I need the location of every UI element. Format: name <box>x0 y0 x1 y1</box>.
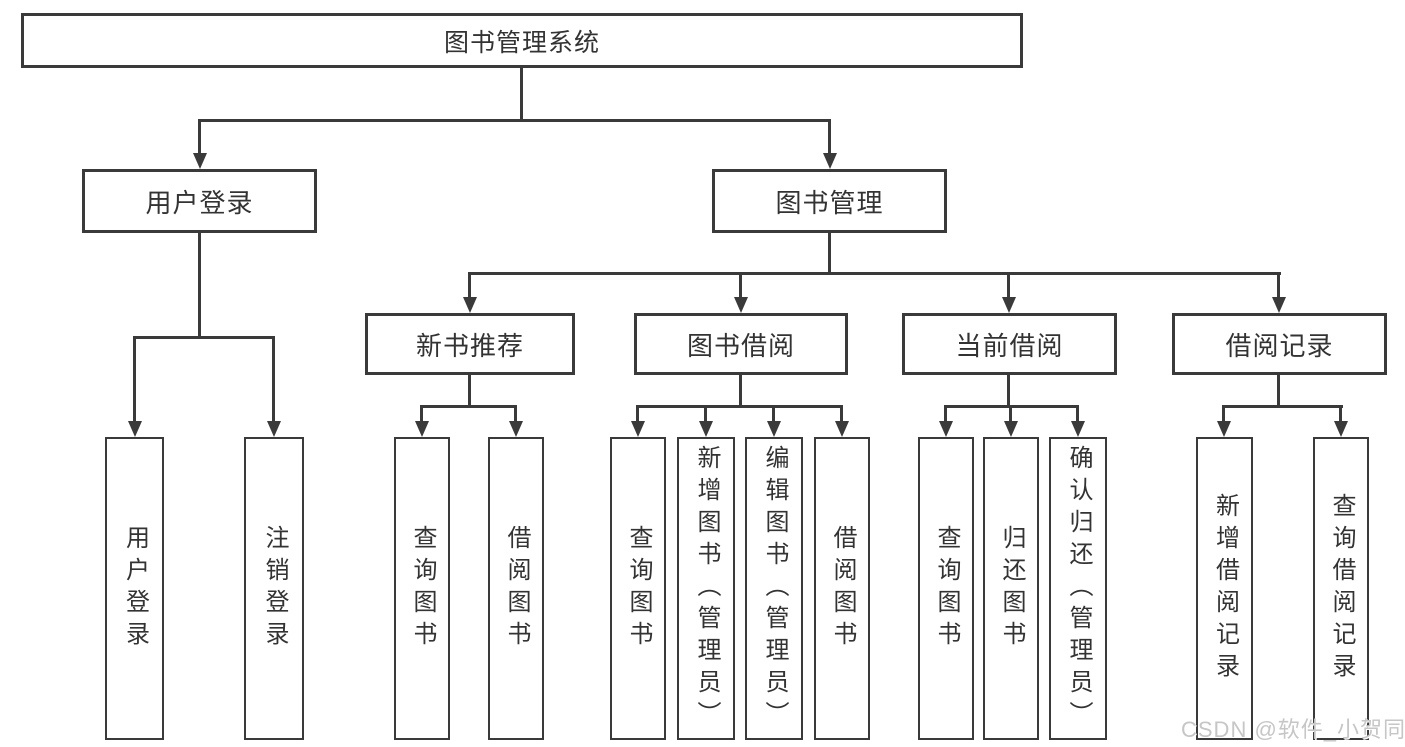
leaf-user-login: 用户登录 <box>105 437 164 740</box>
leaf-logout-label: 注销登录 <box>261 524 288 653</box>
leaf-add-book-admin: 新增图书（管理员） <box>677 437 735 740</box>
connector-user-login-drop <box>198 233 201 337</box>
node-book-management-label: 图书管理 <box>775 187 884 218</box>
leaf-query-books-3-label: 查询图书 <box>933 524 960 653</box>
connector-leaf-borrow1-stem <box>514 405 517 421</box>
leaf-query-books-2: 查询图书 <box>610 437 666 740</box>
leaf-query-borrow-record: 查询借阅记录 <box>1313 437 1369 740</box>
arrow-to-leaf-add-book <box>699 421 713 437</box>
leaf-borrow-books-1: 借阅图书 <box>488 437 544 740</box>
leaf-add-borrow-record: 新增借阅记录 <box>1196 437 1253 740</box>
connector-leaf-borrow2-stem <box>840 405 843 421</box>
leaf-edit-book-admin-label: 编辑图书（管理员） <box>761 444 788 733</box>
arrow-to-leaf-query2 <box>631 421 645 437</box>
leaf-confirm-return-admin-label: 确认归还（管理员） <box>1065 444 1092 733</box>
leaf-query-books-1: 查询图书 <box>394 437 450 740</box>
arrow-to-book-borrow <box>734 297 748 313</box>
leaf-user-login-label: 用户登录 <box>121 524 149 653</box>
connector-leaf-add-record-stem <box>1222 405 1225 421</box>
connector-level2-hline <box>198 119 831 122</box>
arrow-to-leaf-query1 <box>415 421 429 437</box>
connector-user-login-hline <box>133 336 275 339</box>
arrow-to-user-login <box>193 153 207 169</box>
node-user-login-label: 用户登录 <box>145 187 254 218</box>
leaf-query-books-2-label: 查询图书 <box>625 524 652 653</box>
leaf-query-borrow-record-label: 查询借阅记录 <box>1328 492 1355 685</box>
leaf-add-borrow-record-label: 新增借阅记录 <box>1211 492 1239 685</box>
connector-borrow-record-stem <box>1277 272 1280 297</box>
leaf-return-book-label: 归还图书 <box>998 524 1025 653</box>
node-user-login: 用户登录 <box>82 169 317 233</box>
node-new-book-recommend-label: 新书推荐 <box>415 330 524 361</box>
connector-current-borrow-drop <box>1007 375 1010 406</box>
connector-level3-hline <box>468 272 1281 275</box>
connector-leaf-add-book-stem <box>704 405 707 421</box>
node-current-borrow-label: 当前借阅 <box>955 330 1064 361</box>
connector-leaf-return-stem <box>1009 405 1012 421</box>
arrow-to-leaf-borrow2 <box>835 421 849 437</box>
connector-new-book-recommend-stem <box>468 272 471 297</box>
leaf-query-books-3: 查询图书 <box>918 437 974 740</box>
arrow-to-leaf-add-record <box>1217 421 1231 437</box>
connector-leaf-query1-stem <box>420 405 423 421</box>
arrow-to-leaf-logout <box>267 421 281 437</box>
connector-book-management-stem <box>828 119 831 153</box>
connector-leaf-query-record-stem <box>1339 405 1342 421</box>
arrow-to-leaf-borrow1 <box>509 421 523 437</box>
connector-book-management-drop <box>828 233 831 275</box>
arrow-to-leaf-query-record <box>1334 421 1348 437</box>
connector-current-borrow-stem <box>1007 272 1010 297</box>
connector-book-borrow-drop <box>739 375 742 406</box>
connector-leaf-edit-book-stem <box>772 405 775 421</box>
arrow-to-leaf-query3 <box>939 421 953 437</box>
connector-borrow-record-drop <box>1277 375 1280 406</box>
connector-group2-hline <box>420 405 517 408</box>
connector-root-drop <box>520 68 523 120</box>
arrow-to-leaf-edit-book <box>767 421 781 437</box>
node-book-borrow: 图书借阅 <box>634 313 848 375</box>
connector-group5-hline <box>1222 405 1343 408</box>
leaf-logout: 注销登录 <box>244 437 304 740</box>
node-current-borrow: 当前借阅 <box>902 313 1117 375</box>
leaf-edit-book-admin: 编辑图书（管理员） <box>745 437 803 740</box>
connector-group3-hline <box>636 405 843 408</box>
node-borrow-record-label: 借阅记录 <box>1225 330 1334 361</box>
connector-book-borrow-stem <box>739 272 742 297</box>
node-book-borrow-label: 图书借阅 <box>686 330 795 361</box>
connector-new-book-recommend-drop <box>468 375 471 406</box>
node-book-management: 图书管理 <box>712 169 947 233</box>
node-root-label: 图书管理系统 <box>443 28 600 57</box>
arrow-to-borrow-record <box>1272 297 1286 313</box>
leaf-borrow-books-2-label: 借阅图书 <box>829 524 856 653</box>
node-root: 图书管理系统 <box>21 13 1023 68</box>
connector-user-login-stem <box>198 119 201 153</box>
leaf-query-books-1-label: 查询图书 <box>409 524 436 653</box>
leaf-return-book: 归还图书 <box>983 437 1039 740</box>
connector-leaf-confirm-return-stem <box>1076 405 1079 421</box>
node-borrow-record: 借阅记录 <box>1172 313 1387 375</box>
csdn-watermark: CSDN @软件_小贺同学 <box>1181 717 1405 742</box>
arrow-to-new-book-recommend <box>463 297 477 313</box>
connector-leaf-logout-stem <box>272 336 275 421</box>
connector-leaf-query2-stem <box>636 405 639 421</box>
connector-leaf-user-login-stem <box>133 336 136 421</box>
arrow-to-book-management <box>823 153 837 169</box>
arrow-to-leaf-confirm-return <box>1071 421 1085 437</box>
leaf-confirm-return-admin: 确认归还（管理员） <box>1049 437 1107 740</box>
arrow-to-current-borrow <box>1002 297 1016 313</box>
arrow-to-leaf-user-login <box>128 421 142 437</box>
leaf-borrow-books-1-label: 借阅图书 <box>503 524 530 653</box>
leaf-add-book-admin-label: 新增图书（管理员） <box>693 444 720 733</box>
node-new-book-recommend: 新书推荐 <box>365 313 575 375</box>
connector-leaf-query3-stem <box>944 405 947 421</box>
arrow-to-leaf-return <box>1004 421 1018 437</box>
leaf-borrow-books-2: 借阅图书 <box>814 437 870 740</box>
